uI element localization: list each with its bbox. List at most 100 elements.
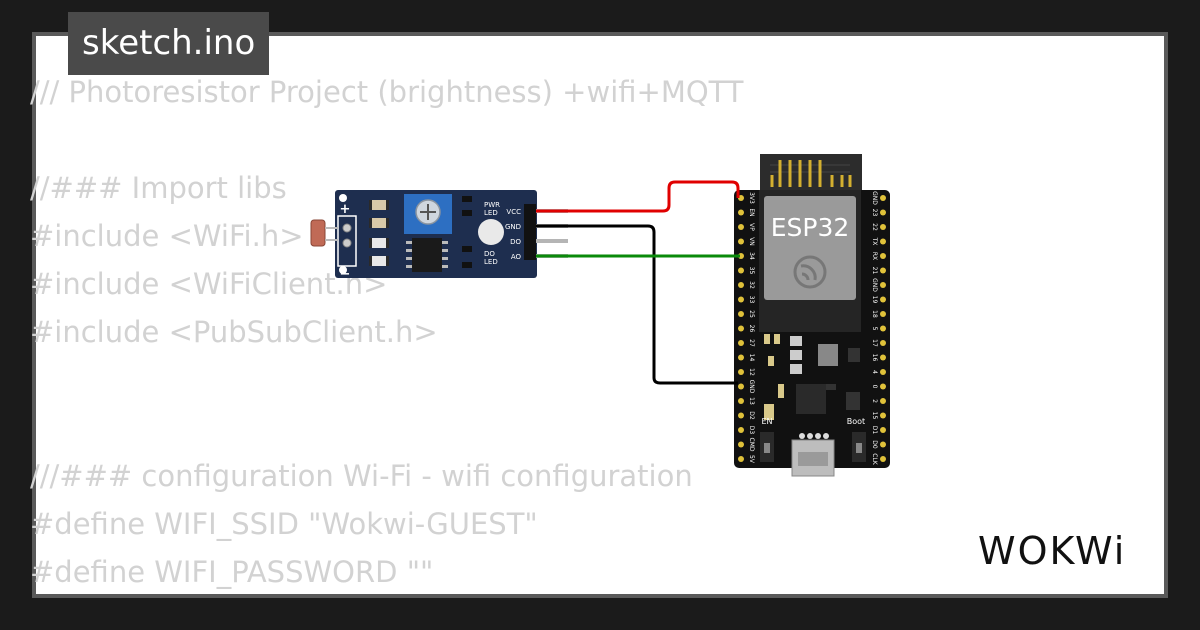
led-indicator — [478, 219, 504, 245]
esp32-pin-right[interactable] — [880, 282, 886, 288]
esp32-pin-left[interactable] — [738, 441, 744, 448]
esp32-pin-left[interactable] — [738, 224, 744, 230]
esp32-pin-label: 18 — [871, 310, 878, 318]
wokwi-logo-icon: WOKWi — [978, 529, 1126, 573]
esp32-pin-label: 33 — [748, 296, 755, 304]
esp32-pin-left[interactable] — [738, 340, 744, 346]
esp32-pin-left[interactable] — [738, 238, 744, 245]
esp32-pin-right[interactable] — [880, 456, 886, 462]
esp32-pin-right[interactable] — [880, 369, 886, 375]
esp32-pin-label: 12 — [748, 368, 755, 376]
minus-label: − — [340, 267, 351, 282]
esp32-pin-right[interactable] — [880, 340, 886, 346]
esp32-pin-label: D1 — [871, 426, 878, 435]
esp32-pin-label: 16 — [871, 354, 878, 362]
esp32-pin-label: 5V — [748, 455, 755, 464]
esp32-pin-label: EN — [748, 208, 755, 216]
wokwi-logo: WOKWi — [976, 526, 1156, 582]
esp32-pin-label: 5 — [871, 327, 878, 331]
esp32-pin-right[interactable] — [880, 441, 886, 448]
esp32-pin-label: D0 — [871, 440, 878, 449]
esp32-pin-left[interactable] — [738, 383, 744, 390]
esp32-pin-label: 22 — [871, 223, 878, 231]
esp32-pin-label: 3V3 — [748, 192, 755, 204]
en-button-label: EN — [761, 417, 772, 426]
esp32-pin-right[interactable] — [880, 412, 886, 419]
esp32-pin-left[interactable] — [738, 267, 744, 274]
esp32-pin-label: 26 — [748, 325, 755, 333]
esp32-pin-left[interactable] — [738, 296, 744, 303]
esp32-pin-label: 32 — [748, 281, 755, 289]
esp32-pin-left[interactable] — [738, 456, 744, 462]
esp32-pin-label: TX — [871, 237, 878, 246]
esp32-pin-label: 25 — [748, 310, 755, 318]
esp32-pin-right[interactable] — [880, 354, 886, 361]
esp32-pin-left[interactable] — [738, 398, 744, 404]
esp32-pin-label: 15 — [871, 412, 878, 420]
esp32-pin-label: 13 — [748, 397, 755, 405]
esp32-pin-left[interactable] — [738, 325, 744, 332]
esp32-pin-label: GND — [871, 191, 878, 205]
esp32-pin-label: CMD — [748, 438, 755, 452]
esp32-board[interactable]: ESP32 3V3ENVPVN343532332526271412GND13D2… — [734, 154, 890, 477]
esp32-pin-right[interactable] — [880, 383, 886, 390]
esp32-pin-left[interactable] — [738, 412, 744, 419]
wire-gnd — [536, 224, 738, 385]
esp32-pin-label: CLK — [871, 453, 878, 466]
esp32-pin-right[interactable] — [880, 296, 886, 303]
esp32-pin-right[interactable] — [880, 253, 886, 259]
wokwi-logo-text: WOKWi — [978, 529, 1126, 573]
esp32-pin-left[interactable] — [738, 427, 744, 433]
esp32-pin-right[interactable] — [880, 325, 886, 332]
code-editor[interactable]: /// Photoresistor Project (brightness) +… — [30, 68, 744, 596]
esp32-pin-label: 19 — [871, 296, 878, 304]
esp32-pin-left[interactable] — [738, 311, 744, 317]
esp32-pin-right[interactable] — [880, 238, 886, 245]
esp32-pin-label: 21 — [871, 267, 878, 275]
esp32-pin-right[interactable] — [880, 311, 886, 317]
esp32-pin-left[interactable] — [738, 209, 744, 216]
esp32-pin-label: RX — [871, 252, 878, 260]
esp32-pin-label: 17 — [871, 339, 878, 347]
sensor-pin-do[interactable] — [536, 239, 568, 243]
esp32-pin-label: 23 — [871, 209, 878, 217]
wire-vcc — [536, 180, 740, 213]
preview-card — [32, 32, 1168, 598]
sensor-pin-label: VCC — [506, 208, 521, 216]
sensor-pin-label: GND — [505, 223, 521, 231]
esp32-pin-label: 34 — [748, 252, 755, 260]
esp32-pin-right[interactable] — [880, 195, 886, 201]
boot-button-label: Boot — [847, 417, 865, 426]
ldr-sensor — [310, 219, 326, 247]
esp32-pin-right[interactable] — [880, 267, 886, 274]
file-tab-sketch[interactable]: sketch.ino — [68, 12, 270, 75]
esp32-pin-label: 35 — [748, 267, 755, 275]
code-line: /// Photoresistor Project (brightness) +… — [30, 75, 744, 109]
code-line: //### Import libs — [30, 171, 287, 205]
esp32-pin-label: D3 — [748, 426, 755, 435]
esp32-pin-right[interactable] — [880, 209, 886, 216]
esp32-pin-label: GND — [871, 278, 878, 292]
esp32-pin-label: GND — [748, 380, 755, 394]
esp32-pin-left[interactable] — [738, 369, 744, 375]
code-line: #define WIFI_SSID "Wokwi-GUEST" — [30, 507, 538, 541]
esp32-pin-right[interactable] — [880, 224, 886, 230]
esp32-pin-label: 2 — [871, 399, 878, 403]
plus-label: + — [340, 202, 351, 217]
espressif-logo-icon — [793, 255, 827, 289]
code-line: ///### configuration Wi-Fi - wifi config… — [30, 459, 693, 493]
esp32-pin-right[interactable] — [880, 398, 886, 404]
esp32-pin-left[interactable] — [738, 354, 744, 361]
esp32-pin-right[interactable] — [880, 427, 886, 433]
esp32-pin-left[interactable] — [738, 282, 744, 288]
esp32-pin-label: 0 — [871, 385, 878, 389]
esp32-pin-label: VP — [748, 223, 755, 231]
sensor-pin-label: AO — [511, 253, 522, 261]
code-line: #define WIFI_PASSWORD "" — [30, 555, 434, 589]
chip-label: ESP32 — [771, 213, 850, 242]
esp32-pin-label: 4 — [871, 370, 878, 374]
esp32-pin-label: VN — [748, 237, 755, 246]
